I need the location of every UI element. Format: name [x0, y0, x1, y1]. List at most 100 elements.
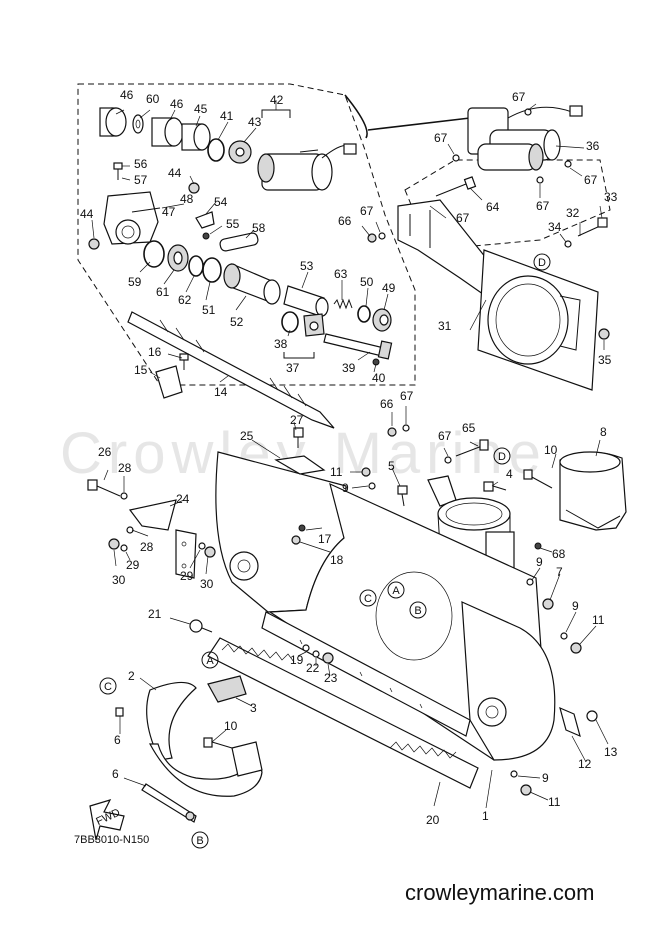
label-65: 65: [462, 421, 476, 435]
part-67-washer-a: [524, 108, 532, 116]
label-13: 13: [604, 745, 618, 759]
label-24: 24: [176, 492, 190, 506]
label-32: 32: [566, 206, 580, 220]
label-2: 2: [128, 669, 135, 683]
part-1-housing: [215, 451, 556, 761]
part-6-bolt-upper: [115, 707, 124, 717]
part-26-bolt: [87, 479, 121, 497]
label-6-upper: 6: [114, 733, 121, 747]
diagram-code: 7BB3010-N150: [74, 834, 150, 846]
label-3: 3: [250, 701, 257, 715]
label-17: 17: [318, 532, 332, 546]
site-footer-url[interactable]: crowleymarine.com: [405, 880, 595, 905]
callout-b-upper-text: B: [414, 605, 421, 617]
part-14-drive-shaft: [127, 311, 335, 429]
part-55-pin: [202, 232, 210, 240]
label-20: 20: [426, 813, 440, 827]
part-13-washer: [586, 710, 598, 722]
label-56: 56: [134, 157, 148, 171]
label-67-h: 67: [438, 429, 452, 443]
part-27-bolt: [293, 427, 304, 448]
label-52: 52: [230, 315, 244, 329]
part-63-spring: [333, 298, 353, 310]
part-24-bracket: [128, 499, 177, 531]
part-60-washer: [132, 114, 144, 134]
part-41-oring: [207, 138, 225, 162]
label-10-chute: 10: [544, 443, 558, 457]
callout-d-upper: D: [533, 253, 551, 271]
part-47-housing: [103, 191, 161, 245]
label-26: 26: [98, 445, 112, 459]
label-39: 39: [342, 361, 356, 375]
callout-b-lower: B: [191, 831, 209, 849]
label-60: 60: [146, 92, 160, 106]
part-38-oring: [281, 311, 299, 333]
part-labels: 46 60 46 45 41 42 43 56 57 44 48 47 54 5…: [80, 88, 618, 827]
label-6-lower: 6: [112, 767, 119, 781]
callout-a-lower-text: A: [206, 655, 214, 667]
callout-c-upper-text: C: [364, 593, 372, 605]
part-67-washer-g: [444, 456, 452, 464]
label-4: 4: [506, 467, 513, 481]
part-67-washer-d: [536, 176, 544, 184]
label-54: 54: [214, 195, 228, 209]
part-44-nut-left: [88, 238, 100, 250]
motor-leader-link: [367, 117, 471, 131]
label-67-b: 67: [434, 131, 448, 145]
label-38: 38: [274, 337, 288, 351]
label-59: 59: [128, 275, 142, 289]
label-25: 25: [240, 429, 254, 443]
part-44-nut: [188, 182, 200, 194]
part-3-cutter: [207, 675, 247, 703]
label-21: 21: [148, 607, 162, 621]
callout-a-upper: A: [387, 581, 405, 599]
label-30-a: 30: [112, 573, 126, 587]
label-9-right2: 9: [572, 599, 579, 613]
label-57: 57: [134, 173, 148, 187]
label-33: 33: [604, 190, 618, 204]
label-40: 40: [372, 371, 386, 385]
callout-c-lower: C: [99, 677, 117, 695]
part-34-washer: [564, 240, 572, 248]
part-22-washer: [312, 650, 320, 658]
label-61: 61: [156, 285, 170, 299]
callout-c-upper: C: [359, 589, 377, 607]
part-29-washer-a: [120, 544, 128, 552]
label-36: 36: [586, 139, 600, 153]
part-2-auger-clip: [231, 741, 263, 777]
label-19: 19: [290, 653, 304, 667]
part-28-washer-a: [120, 492, 128, 500]
part-30-nut-a: [108, 538, 120, 550]
part-6-arm-lower: [141, 783, 197, 823]
label-31: 31: [438, 319, 452, 333]
label-64: 64: [486, 200, 500, 214]
part-23-nut: [322, 652, 334, 664]
part-29-washer-b: [198, 542, 206, 550]
part-11-nut-right: [570, 642, 582, 654]
part-9-washer-bottom: [510, 770, 518, 778]
label-27: 27: [290, 413, 304, 427]
label-5: 5: [388, 459, 395, 473]
label-42: 42: [270, 93, 284, 107]
label-47: 47: [162, 205, 176, 219]
part-37-block: [303, 313, 325, 337]
part-5-bolt: [397, 485, 408, 507]
label-49: 49: [382, 281, 396, 295]
label-28-a: 28: [118, 461, 132, 475]
part-50-ring: [357, 305, 371, 323]
part-45-cylinder: [181, 123, 211, 151]
part-46-second-cylinder: [151, 117, 184, 147]
callout-a-lower: A: [201, 651, 219, 669]
label-45: 45: [194, 102, 208, 116]
part-10-bolt-lower: [203, 737, 233, 749]
part-16-bolt: [179, 353, 189, 370]
part-2-auger-blade: [146, 681, 197, 761]
part-67-washer-b: [452, 154, 460, 162]
part-31-frame: [397, 199, 599, 391]
label-9-top: 9: [342, 481, 349, 495]
callout-d-upper-text: D: [538, 257, 546, 269]
part-11-nut-bottom: [520, 784, 532, 796]
part-54-elbow: [195, 211, 215, 229]
part-15-joint: [155, 365, 183, 399]
part-30-nut-b: [204, 546, 216, 558]
